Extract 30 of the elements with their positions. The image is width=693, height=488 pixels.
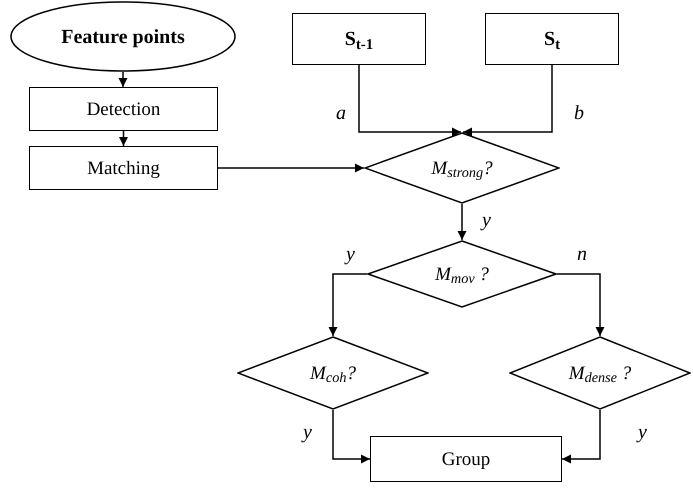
node-label: S$_{t}$ [544,29,560,49]
arrow [562,410,601,464]
node-label: Matching [87,158,160,178]
arrow [332,410,370,464]
arrow [119,131,128,146]
decision-diamond [367,240,557,308]
node-label: Feature points [61,26,185,46]
process-box [29,87,218,131]
process-box [29,146,218,190]
node-label: Group [442,450,490,468]
arrow [458,204,466,240]
arrow [328,273,367,336]
process-box [485,13,619,65]
node-label: Detection [86,100,160,118]
arrow [358,65,461,136]
decision-diamond [509,336,691,410]
process-box [292,13,426,65]
arrow [118,72,128,87]
arrow [218,164,364,172]
node-label: M$_{dense}$ ? [568,364,632,382]
node-label: M$_{coh}$? [310,364,356,382]
node-label: M$_{strong}$? [431,158,493,178]
node-label: S$_{t-1}$ [344,29,374,49]
arrow [463,65,553,136]
process-box [370,436,562,482]
arrow [557,273,604,336]
decision-diamond [364,132,560,204]
decision-diamond [237,336,429,410]
start-ellipse [10,1,236,72]
node-label: M$_{mov}$ ? [435,264,489,284]
